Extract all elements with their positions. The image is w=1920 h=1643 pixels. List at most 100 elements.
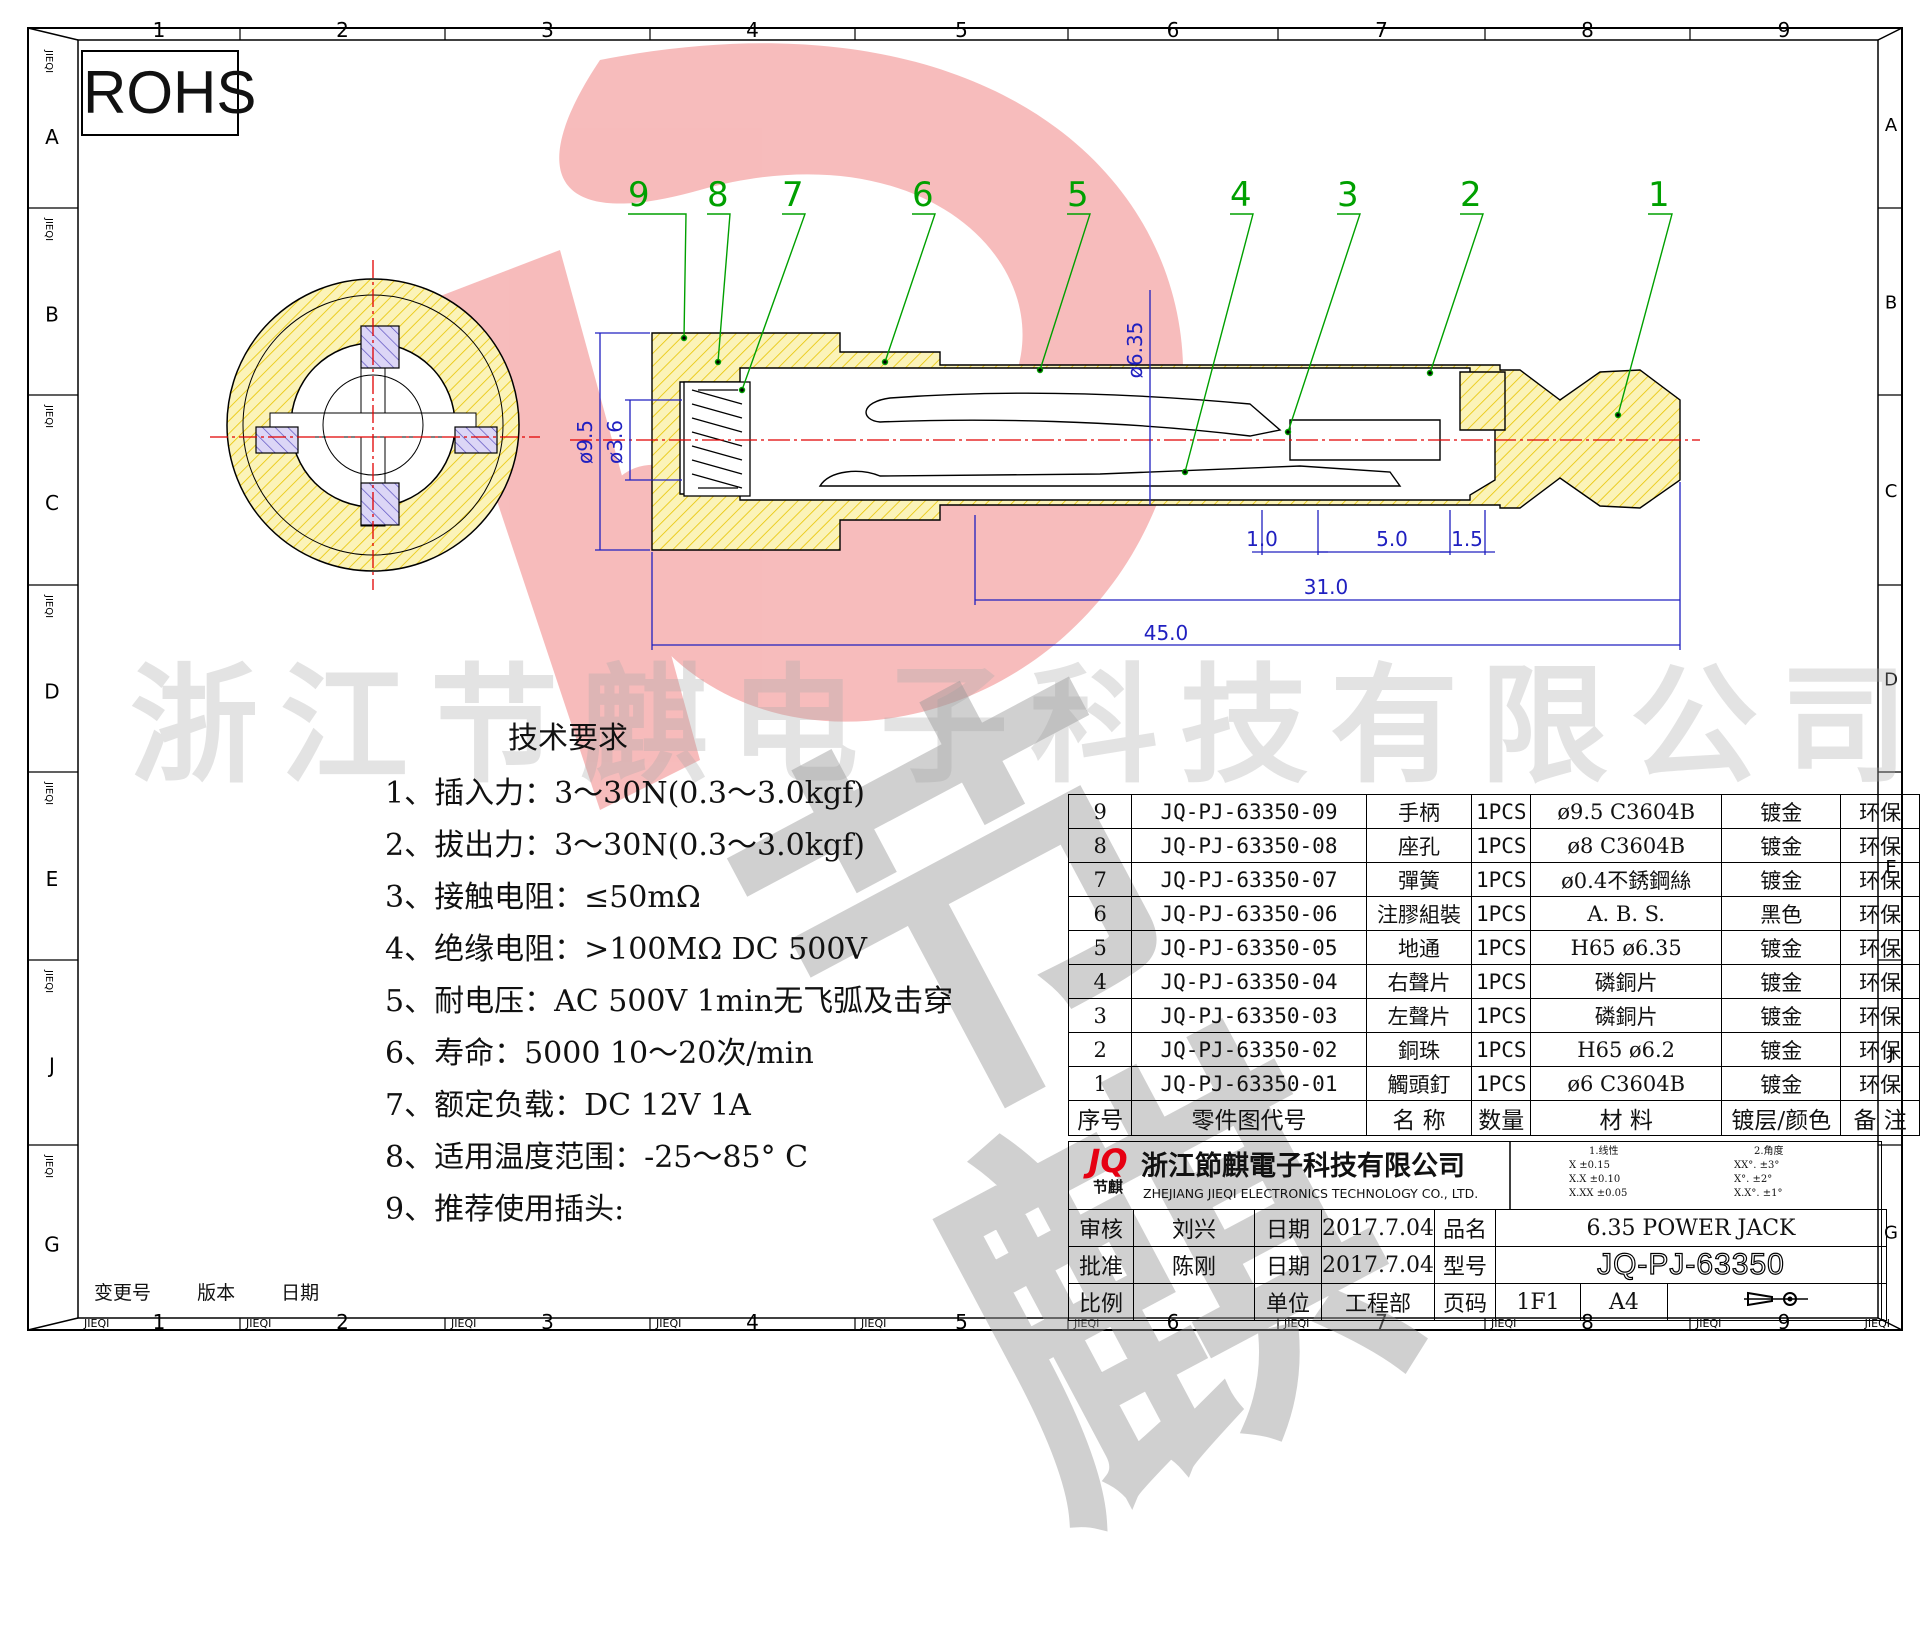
bom-cell-qty: 1PCS (1471, 1066, 1532, 1101)
leader-lines (628, 213, 1673, 476)
bom-cell-env: 环保 (1840, 1066, 1920, 1101)
bom-cell-material: ø0.4不銹鋼絲 (1530, 862, 1723, 897)
tech-item: 6、寿命：5000 10～20次/min (385, 1036, 814, 1071)
dim-31-0: 31.0 (1304, 575, 1349, 599)
bom-cell-no: 2 (1067, 1032, 1133, 1067)
bom-cell-no: 6 (1067, 896, 1133, 931)
bom-cell-env: 环保 (1840, 794, 1920, 829)
balloon-label: 1 (1648, 175, 1670, 215)
leader-dot (1614, 411, 1622, 419)
bom-cell-no: 9 (1067, 794, 1133, 829)
tol-angle-item: XX°. ±3° (1734, 1160, 1780, 1171)
bom-cell-env: 环保 (1840, 964, 1920, 999)
bom-cell-part: JQ-PJ-63350-08 (1131, 828, 1367, 863)
tol-angle-item: X°. ±2° (1734, 1174, 1773, 1185)
bom-header-finish: 镀层/颜色 (1721, 1100, 1842, 1136)
bom-cell-finish: 镀金 (1721, 998, 1842, 1033)
tech-item: 7、额定负载：DC 12V 1A (385, 1088, 751, 1123)
row-label: C (1885, 481, 1898, 502)
bom-cell-no: 7 (1067, 862, 1133, 897)
bom-cell-finish: 镀金 (1721, 1066, 1842, 1101)
bom-cell-finish: 镀金 (1721, 1032, 1842, 1067)
dimensions (595, 290, 1681, 650)
revision-date: 日期 (281, 1282, 320, 1304)
bom-cell-env: 环保 (1840, 998, 1920, 1033)
border-frame (27, 27, 1903, 1331)
row-label: B (1885, 293, 1897, 314)
col-side-label: JIEQI (450, 1317, 476, 1330)
approve-name: 陈刚 (1133, 1246, 1255, 1284)
tech-requirements: 1、插入力：3～30N(0.3～3.0kgf) 2、拔出力：3～30N(0.3～… (385, 768, 953, 1236)
col-label: 4 (746, 1310, 759, 1334)
date-label: 日期 (1254, 1209, 1322, 1247)
bom-cell-finish: 镀金 (1721, 862, 1842, 897)
bom-cell-part: JQ-PJ-63350-01 (1131, 1066, 1367, 1101)
bom-cell-material: 磷銅片 (1530, 964, 1723, 999)
review-name: 刘兴 (1133, 1209, 1255, 1247)
bom-cell-env: 环保 (1840, 828, 1920, 863)
col-side-label: JIEQI (655, 1317, 681, 1330)
row-label: J (47, 1054, 55, 1078)
bom-cell-part: JQ-PJ-63350-03 (1131, 998, 1367, 1033)
bom-cell-name: 彈簧 (1365, 862, 1473, 897)
bom-cell-no: 1 (1067, 1066, 1133, 1101)
leader-line (1429, 213, 1484, 374)
approval-table: 审核 刘兴 日期 2017.7.04 品名 6.35 POWER JACK 批准… (1068, 1209, 1887, 1321)
col-label: 4 (746, 18, 759, 42)
tolerance-linear: 1.线性 X ±0.15 X.X ±0.10 X.XX ±0.05 (1569, 1145, 1627, 1201)
tol-linear-item: X ±0.15 (1569, 1160, 1610, 1171)
bom-header-env: 备 注 (1840, 1100, 1920, 1136)
leader-dot (1036, 366, 1044, 374)
page-label: 页码 (1433, 1283, 1496, 1321)
col-label: 6 (1167, 18, 1180, 42)
bom-cell-env: 环保 (1840, 1032, 1920, 1067)
rohs-badge: ROHS (81, 50, 256, 136)
review-date: 2017.7.04 (1321, 1209, 1435, 1247)
bom-header-qty: 数量 (1471, 1100, 1532, 1136)
approve-label: 批准 (1068, 1246, 1134, 1284)
tech-title: 技术要求 (508, 721, 628, 756)
balloon-label: 5 (1067, 175, 1089, 215)
col-label: 2 (336, 1310, 349, 1334)
revision-change-no: 变更号 (94, 1282, 152, 1304)
bom-cell-material: ø6 C3604B (1530, 1066, 1723, 1101)
scale-label: 比例 (1068, 1283, 1134, 1321)
leader-line (1039, 213, 1091, 371)
company-name-cn: 浙江節麒電子科技有限公司 (1141, 1151, 1465, 1182)
col-label: 1 (153, 18, 166, 42)
dim-d635: ø6.35 (1123, 322, 1147, 379)
col-label: 2 (336, 18, 349, 42)
title-block: JQ 节麒 浙江節麒電子科技有限公司 ZHEJIANG JIEQI ELECTR… (1068, 1141, 1882, 1321)
leader-line (1617, 213, 1673, 416)
review-label: 审核 (1068, 1209, 1134, 1247)
bom-cell-qty: 1PCS (1471, 862, 1532, 897)
bom-cell-env: 环保 (1840, 862, 1920, 897)
logo-mark: JQ (1088, 1142, 1128, 1180)
drawing-sheet: 11JIEQI22JIEQI33JIEQI44JIEQI55JIEQI66JIE… (27, 18, 1903, 1334)
col-label: 3 (541, 1310, 554, 1334)
col-label: 3 (541, 18, 554, 42)
row-label: G (1884, 1223, 1898, 1244)
name-label: 品名 (1433, 1209, 1496, 1247)
tol-angle-title: 2.角度 (1754, 1146, 1784, 1157)
row-label: A (45, 125, 59, 149)
bom-header-no: 序号 (1067, 1100, 1133, 1136)
tol-linear-title: 1.线性 (1589, 1146, 1619, 1157)
company-name-en: ZHEJIANG JIEQI ELECTRONICS TECHNOLOGY CO… (1143, 1186, 1479, 1201)
bom-header-part: 零件图代号 (1131, 1100, 1367, 1136)
leader-dot (714, 358, 722, 366)
row-label: B (45, 303, 59, 327)
bom-cell-no: 5 (1067, 930, 1133, 965)
bom-cell-name: 左聲片 (1365, 998, 1473, 1033)
tech-item: 4、绝缘电阻：>100MΩ DC 500V (385, 932, 868, 967)
leader-line (1184, 213, 1254, 473)
col-side-label: JIEQI (860, 1317, 886, 1330)
bom-header-name: 名 称 (1365, 1100, 1473, 1136)
col-label: 5 (955, 1310, 968, 1334)
dim-d36: ø3.6 (603, 420, 627, 464)
bom-cell-qty: 1PCS (1471, 794, 1532, 829)
bom-cell-qty: 1PCS (1471, 1032, 1532, 1067)
balloon-label: 2 (1460, 175, 1482, 215)
bom-cell-part: JQ-PJ-63350-02 (1131, 1032, 1367, 1067)
